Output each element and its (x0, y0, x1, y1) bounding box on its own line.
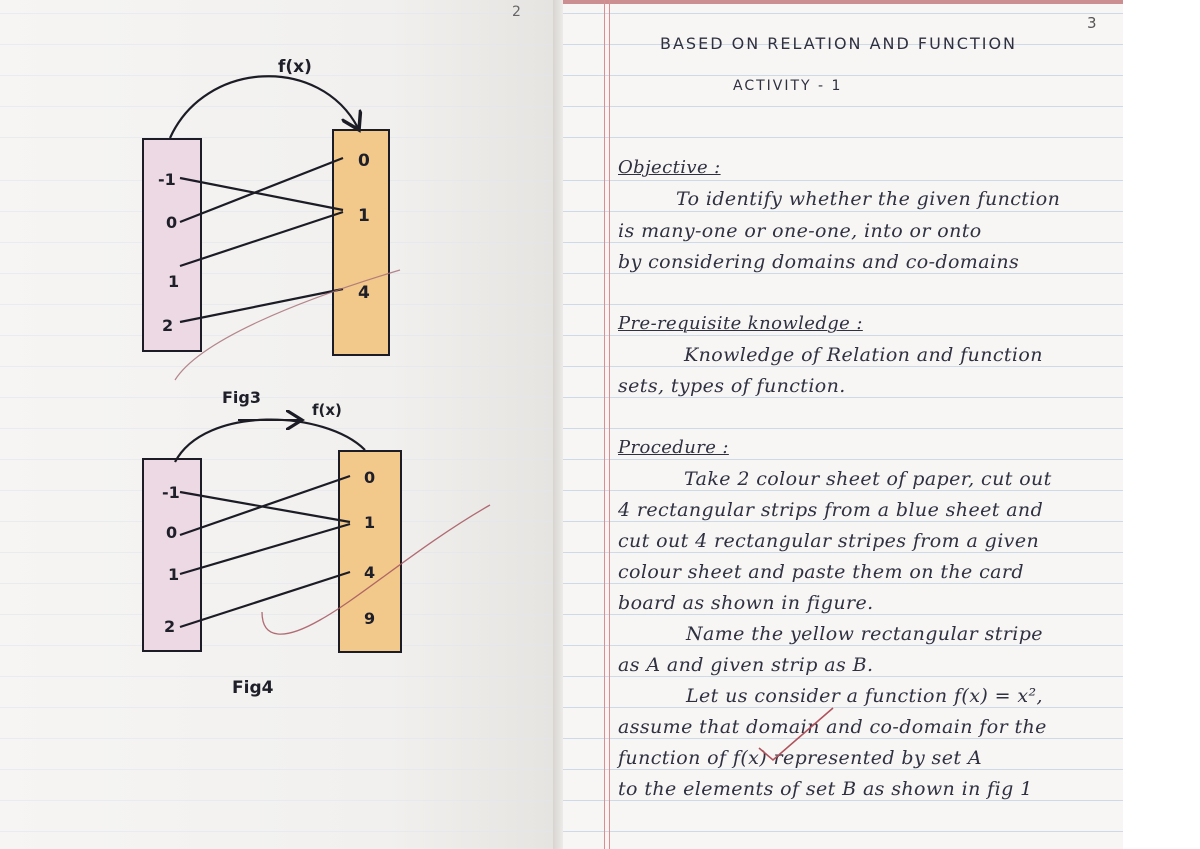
domain-element: 0 (166, 523, 177, 542)
codomain-element: 1 (358, 206, 370, 226)
procedure-line: Take 2 colour sheet of paper, cut out (684, 468, 1052, 490)
procedure-line: as A and given strip as B. (618, 654, 874, 676)
arrow-2-to-4 (179, 287, 344, 324)
function-arc (174, 418, 366, 463)
prereq-heading: Pre-requisite knowledge : (618, 313, 863, 334)
left-page-number: 2 (512, 4, 521, 20)
book-gutter (553, 0, 563, 849)
objective-line: To identify whether the given function (676, 188, 1061, 210)
domain-element: -1 (162, 483, 180, 502)
domain-element: 2 (162, 316, 173, 335)
procedure-line: board as shown in figure. (618, 592, 874, 614)
activity-subtitle: ACTIVITY - 1 (733, 78, 843, 94)
left-page-rules (0, 0, 553, 849)
arrow-2-to-4 (179, 570, 351, 629)
codomain-labels: 0 1 4 9 (364, 468, 375, 628)
domain-labels: -1 0 1 2 (158, 170, 179, 335)
mapping-diagrams: f(x) -1 0 1 2 0 1 4 Fig3 (142, 4, 521, 698)
domain-labels: -1 0 1 2 (162, 483, 180, 636)
margin-line-1 (604, 0, 605, 849)
figure-caption: Fig4 (232, 678, 274, 698)
procedure-line: Name the yellow rectangular stripe (686, 623, 1043, 645)
domain-strip (142, 138, 202, 352)
domain-strip (142, 458, 202, 652)
procedure-heading: Procedure : (618, 437, 729, 458)
figure-3: f(x) -1 0 1 2 0 1 4 Fig3 (142, 57, 401, 407)
procedure-line: assume that domain and co-domain for the (618, 716, 1047, 738)
procedure-line: colour sheet and paste them on the card (618, 561, 1024, 583)
procedure-line: 4 rectangular strips from a blue sheet a… (618, 499, 1044, 521)
prereq-line: sets, types of function. (618, 375, 846, 397)
domain-element: 1 (168, 272, 179, 291)
domain-element: -1 (158, 170, 176, 189)
arrow-0-to-0 (179, 156, 344, 224)
codomain-element: 4 (358, 283, 370, 303)
arrow-1-to-1 (179, 522, 351, 576)
objective-line: by considering domains and co-domains (618, 251, 1020, 273)
objective-heading: Objective : (618, 157, 721, 178)
codomain-strip (338, 450, 402, 653)
procedure-line: Let us consider a function f(x) = x², (686, 685, 1043, 707)
domain-element: 1 (168, 565, 179, 584)
procedure-line: to the elements of set B as shown in fig… (618, 778, 1033, 800)
right-page-number: 3 (1087, 14, 1097, 32)
codomain-element: 9 (364, 609, 375, 628)
mapping-arrows (179, 474, 351, 629)
teacher-check-mark (261, 504, 491, 635)
codomain-labels: 0 1 4 (358, 151, 370, 303)
page-top-edge (563, 0, 1123, 4)
scan-border (1123, 0, 1200, 849)
margin-line-2 (609, 0, 610, 849)
figure-caption: Fig3 (222, 388, 261, 407)
domain-element: 0 (166, 213, 177, 232)
function-arc (168, 75, 358, 139)
procedure-line: function of f(x) represented by set A (618, 747, 982, 769)
arrow-0-to-0 (179, 474, 351, 537)
codomain-element: 1 (364, 513, 375, 532)
figure-4: f(x) -1 0 1 2 0 1 4 9 Fig4 (142, 401, 491, 698)
mapping-arrows (179, 156, 344, 324)
codomain-element: 4 (364, 563, 375, 582)
codomain-element: 0 (358, 151, 370, 171)
function-label: f(x) (278, 57, 312, 77)
procedure-line: cut out 4 rectangular stripes from a giv… (618, 530, 1040, 552)
arrow-1-to-1 (179, 210, 344, 268)
pencil-mark (174, 269, 401, 381)
prereq-line: Knowledge of Relation and function (684, 344, 1043, 366)
domain-element: 2 (164, 617, 175, 636)
right-page-rules (563, 0, 1123, 849)
function-label: f(x) (312, 401, 342, 419)
arrow-minus1-to-1 (179, 176, 344, 212)
page-title: BASED ON RELATION AND FUNCTION (660, 34, 1018, 53)
arrow-minus1-to-1 (179, 490, 351, 524)
objective-line: is many-one or one-one, into or onto (618, 220, 982, 242)
codomain-element: 0 (364, 468, 375, 487)
